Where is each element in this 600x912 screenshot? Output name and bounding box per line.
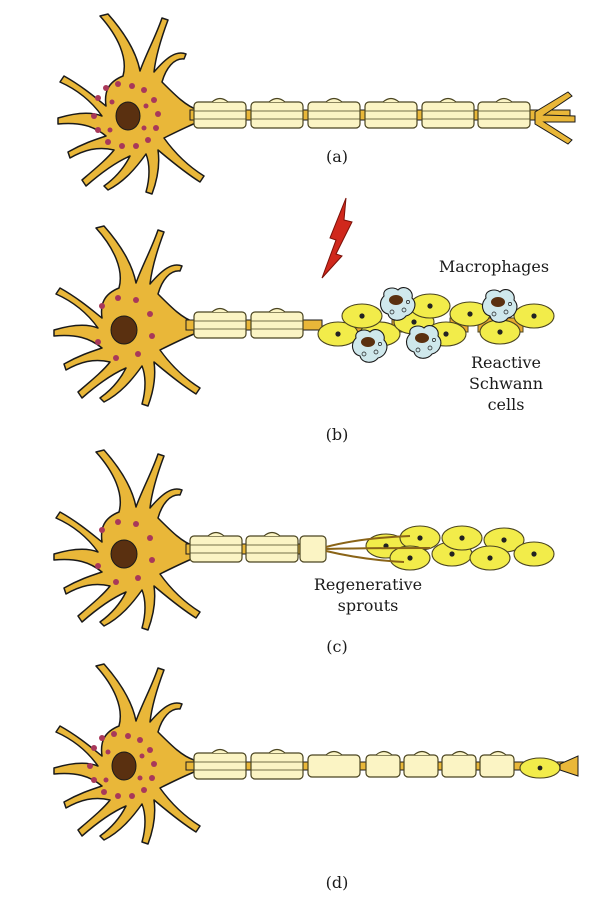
neuron-cell-body bbox=[53, 225, 201, 407]
panel-label-b: (b) bbox=[326, 425, 349, 444]
nucleus bbox=[110, 315, 138, 345]
axon-terminal bbox=[534, 91, 576, 145]
reactive-schwann-label-2: Schwann bbox=[469, 374, 543, 393]
lightning-bolt-icon bbox=[321, 197, 353, 279]
neuron-cell-body bbox=[53, 663, 201, 845]
panel-b: Macrophages Reactive Schwann cells (b) bbox=[53, 197, 555, 444]
nucleus bbox=[115, 101, 141, 131]
regenerative-sprouts bbox=[325, 535, 431, 563]
myelin-sheath bbox=[189, 531, 327, 563]
nucleus bbox=[111, 751, 137, 781]
panel-c: Regenerative sprouts (c) bbox=[53, 449, 555, 656]
neuron-cell-body bbox=[53, 449, 201, 631]
regenerative-sprouts-label-1: Regenerative bbox=[314, 575, 422, 594]
panel-a: (a) bbox=[57, 13, 576, 195]
nucleus bbox=[110, 539, 138, 569]
axon-terminal bbox=[559, 755, 579, 777]
panel-label-a: (a) bbox=[326, 147, 348, 166]
panel-d: (d) bbox=[53, 663, 579, 892]
reactive-schwann-label-3: cells bbox=[488, 395, 525, 414]
neuron-cell-body bbox=[57, 13, 205, 195]
reactive-schwann-label-1: Reactive bbox=[471, 353, 541, 372]
macrophages-label: Macrophages bbox=[439, 257, 549, 276]
regenerative-sprouts-label-2: sprouts bbox=[338, 596, 399, 615]
panel-label-c: (c) bbox=[326, 637, 347, 656]
remyelinated-sheath bbox=[193, 748, 561, 780]
panel-label-d: (d) bbox=[326, 873, 349, 892]
